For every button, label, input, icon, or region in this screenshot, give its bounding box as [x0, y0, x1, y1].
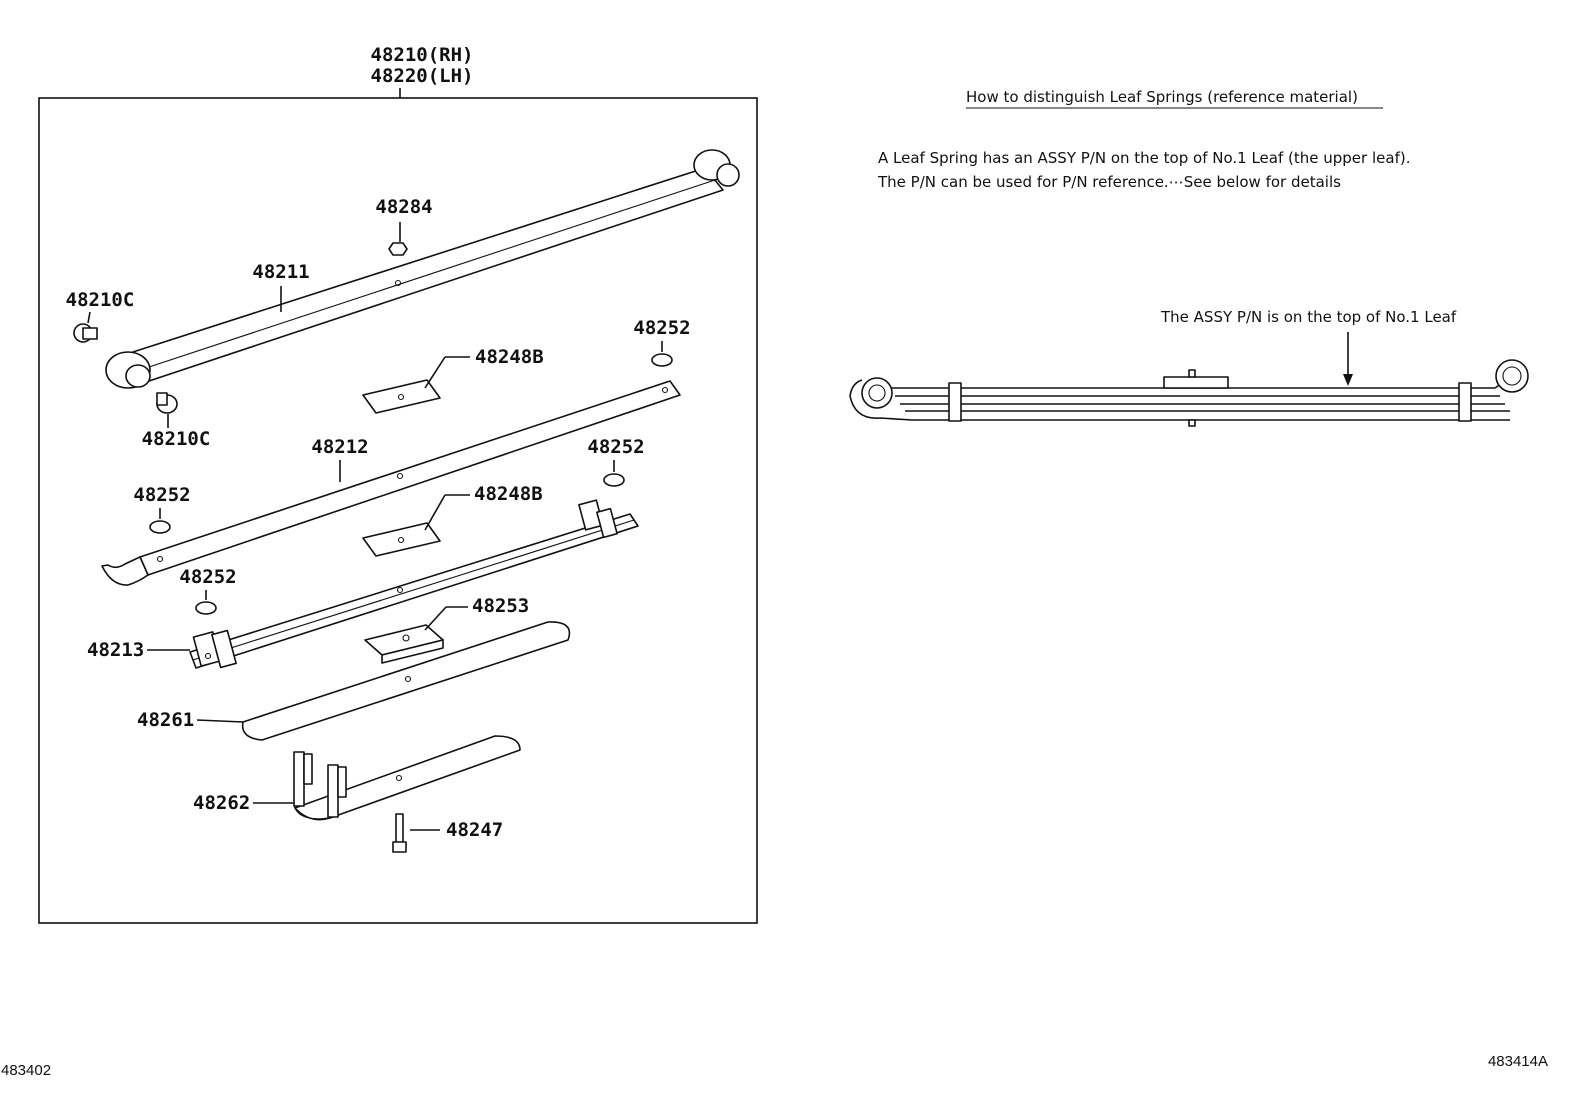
callout-48252-a[interactable]: 48252	[633, 317, 690, 339]
nut-48284-drawing	[388, 242, 408, 256]
plate-48248b-b-drawing	[362, 522, 441, 557]
cap-48252-d-drawing	[195, 601, 217, 615]
reference-line-2: The P/N can be used for P/N reference.⋯S…	[877, 173, 1341, 191]
callout-48211[interactable]: 48211	[252, 261, 309, 283]
leader-48210c-top	[87, 311, 91, 324]
leaf-48211-drawing	[105, 149, 740, 389]
leaf-48212-drawing	[101, 380, 681, 586]
cap-48252-c-drawing	[149, 520, 171, 534]
callout-48261[interactable]: 48261	[137, 709, 194, 731]
callout-48248b-a[interactable]: 48248B	[475, 346, 544, 368]
leader-48261	[196, 719, 244, 723]
cap-48252-b-drawing	[603, 473, 625, 487]
callout-48247[interactable]: 48247	[446, 819, 503, 841]
cap-48252-a-drawing	[651, 353, 673, 367]
footer-right-code: 483414A	[1488, 1053, 1548, 1070]
exploded-view-frame	[38, 97, 758, 924]
footer-left-code: 483402	[1, 1062, 51, 1079]
bushing-bottom-drawing	[156, 392, 178, 414]
assy-pn-arrow-head	[1343, 374, 1353, 386]
bolt-48247-drawing	[392, 813, 407, 853]
assembly-lh-label[interactable]: 48220(LH)	[371, 65, 474, 87]
callout-48262[interactable]: 48262	[193, 792, 250, 814]
assy-pn-arrow-label: The ASSY P/N is on the top of No.1 Leaf	[1160, 308, 1457, 326]
leaf-48213-drawing	[189, 499, 639, 669]
spacer-48253-drawing	[364, 624, 444, 664]
leader-48248b-b-d	[424, 494, 446, 531]
callout-48252-b[interactable]: 48252	[587, 436, 644, 458]
callout-48213[interactable]: 48213	[87, 639, 144, 661]
callout-48252-c[interactable]: 48252	[133, 484, 190, 506]
leaf-spring-side-view	[849, 359, 1529, 427]
leader-48253-d	[424, 606, 447, 631]
callout-48212[interactable]: 48212	[311, 436, 368, 458]
callout-48248b-b[interactable]: 48248B	[474, 483, 543, 505]
callout-48253[interactable]: 48253	[472, 595, 529, 617]
bushing-top-drawing	[73, 323, 98, 343]
leaf-48261-drawing	[241, 621, 571, 741]
callout-48284[interactable]: 48284	[375, 196, 432, 218]
leaf-48262-drawing	[293, 735, 521, 821]
reference-line-1: A Leaf Spring has an ASSY P/N on the top…	[878, 149, 1410, 167]
plate-48248b-a-drawing	[362, 379, 441, 414]
assembly-rh-label[interactable]: 48210(RH)	[371, 44, 474, 66]
reference-heading: How to distinguish Leaf Springs (referen…	[966, 88, 1358, 106]
callout-48210c-bottom[interactable]: 48210C	[142, 428, 211, 450]
callout-48252-d[interactable]: 48252	[179, 566, 236, 588]
callout-48210c-top[interactable]: 48210C	[66, 289, 135, 311]
leader-48248b-a-d	[424, 356, 446, 389]
